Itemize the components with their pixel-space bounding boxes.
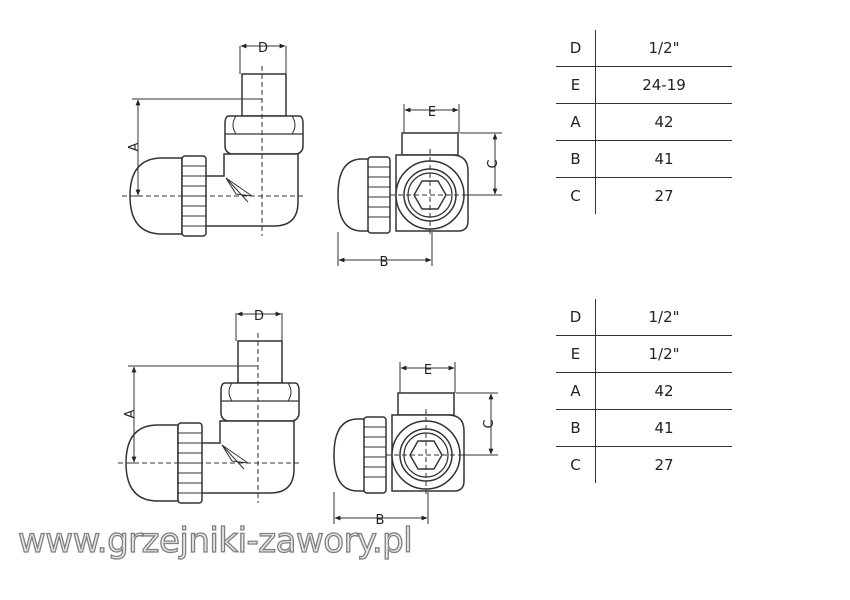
dimension-e-bottom: E	[399, 362, 456, 393]
dimension-label-a: A	[127, 142, 142, 151]
spec-value: 24-19	[595, 66, 732, 104]
table-row: A 42	[556, 372, 732, 410]
dimension-d-top: D	[239, 41, 287, 74]
dimension-b-bottom: B	[333, 492, 429, 528]
table-row: E 24-19	[556, 66, 732, 104]
spec-key: E	[556, 66, 596, 104]
dimension-a-top: A	[127, 98, 262, 197]
spec-key: B	[556, 140, 596, 178]
dimension-label-b: B	[380, 255, 389, 270]
spec-key: D	[556, 30, 596, 67]
dimension-label-b: B	[376, 513, 385, 528]
dimension-label-e: E	[424, 363, 432, 378]
spec-key: E	[556, 335, 596, 373]
front-view-bottom	[333, 392, 467, 496]
spec-value: 1/2"	[648, 39, 680, 57]
spec-key: C	[556, 177, 596, 214]
table-row: D 1/2"	[556, 299, 732, 336]
table-row: B 41	[556, 140, 732, 178]
dimension-label-d: D	[258, 41, 268, 56]
spec-value: 1/2"	[595, 335, 732, 373]
spec-value: 42	[595, 372, 732, 410]
spec-value: 42	[595, 103, 732, 141]
spec-value: 27	[595, 446, 732, 483]
spec-key: B	[556, 409, 596, 447]
dimension-label-c: C	[482, 419, 497, 428]
watermark-text: www.grzejniki-zawory.pl	[17, 520, 413, 561]
spec-key: C	[556, 446, 596, 483]
dimension-e-top: E	[403, 104, 460, 133]
spec-key: A	[556, 372, 596, 410]
spec-value: 41	[595, 140, 732, 178]
table-row: B 41	[556, 409, 732, 447]
dimension-label-e: E	[428, 105, 436, 120]
spec-key: A	[556, 103, 596, 141]
front-view-top	[337, 132, 471, 236]
dimension-label-d: D	[254, 309, 264, 324]
dimension-b-top: B	[337, 232, 433, 270]
dimension-a-bottom: A	[123, 365, 258, 464]
spec-key: D	[556, 299, 596, 336]
dimension-label-a: A	[123, 409, 138, 418]
spec-value: 41	[595, 409, 732, 447]
dimension-c-bottom: C	[456, 392, 498, 456]
spec-table-top: D 1/2" E 24-19 A 42 B 41 C 27	[556, 30, 732, 214]
table-row: D 1/2"	[556, 30, 732, 67]
spec-value: 27	[595, 177, 732, 214]
side-view-bottom	[117, 332, 303, 504]
table-row: E 1/2"	[556, 335, 732, 373]
table-row: C 27	[556, 446, 732, 483]
dimension-c-top: C	[460, 132, 502, 196]
spec-value: 1/2"	[648, 308, 680, 326]
table-row: C 27	[556, 177, 732, 214]
side-view-top	[121, 65, 307, 237]
dimension-d-bottom: D	[235, 309, 283, 341]
spec-table-bottom: D 1/2" E 1/2" A 42 B 41 C 27	[556, 299, 732, 483]
dimension-label-c: C	[486, 159, 501, 168]
table-row: A 42	[556, 103, 732, 141]
